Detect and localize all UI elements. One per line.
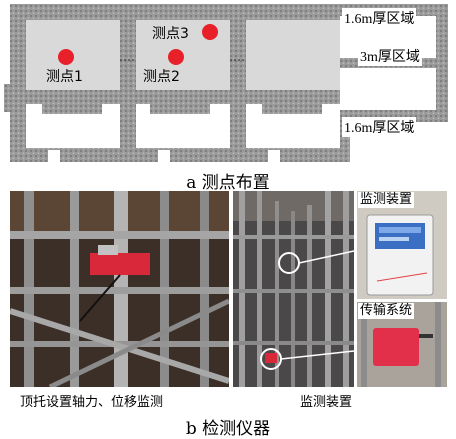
point-3-label: 测点3 [152, 26, 189, 42]
zone-label-middle: 3m厚区域 [358, 46, 422, 66]
caption-a: a 测点布置 [186, 173, 270, 193]
caption-b: b 检测仪器 [185, 419, 271, 439]
zone-label-top: 1.6m厚区域 [342, 8, 417, 28]
measuring-point-plan: 测点1 测点2 测点3 1.6m厚区域 3m厚区域 1.6m厚区域 [0, 0, 456, 170]
photo-top-support-image [10, 191, 229, 387]
photo-monitoring-device [357, 191, 447, 299]
photo-monitoring-scene-image [233, 191, 354, 387]
point-1-marker [58, 49, 74, 65]
zone-label-bottom: 1.6m厚区域 [342, 117, 417, 137]
caption-top-support: 顶托设置轴力、位移监测 [20, 395, 164, 410]
device-label: 监测装置 [358, 192, 415, 208]
photo-monitoring-device-image [357, 191, 447, 299]
room-3 [246, 20, 340, 90]
caption-monitoring-scene: 监测装置 [300, 395, 353, 410]
photo-monitoring-scene [233, 191, 354, 387]
transmission-label: 传输系统 [358, 303, 415, 319]
point-2-marker [168, 49, 184, 65]
point-3-marker [202, 24, 218, 40]
photo-top-support [10, 191, 229, 387]
point-2-label: 测点2 [143, 69, 180, 85]
point-1-label: 测点1 [46, 69, 83, 85]
